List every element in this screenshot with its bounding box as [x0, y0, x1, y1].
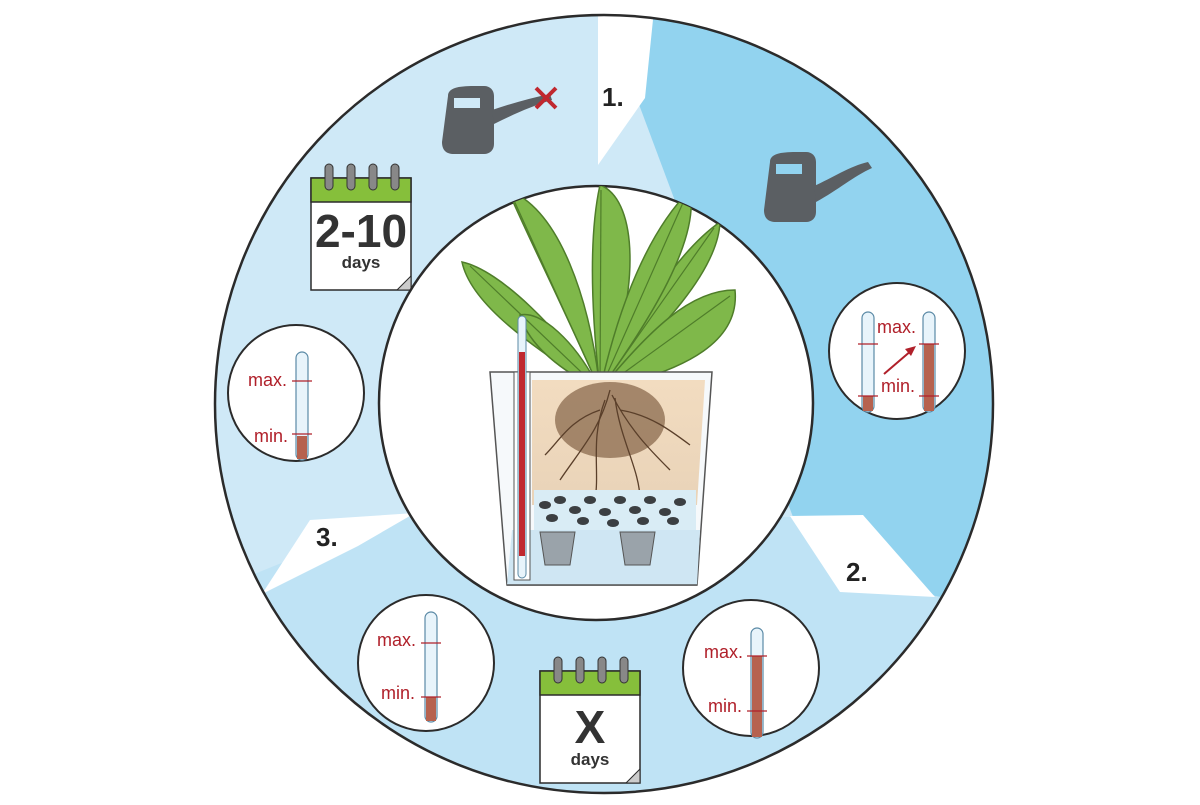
gauge-left-min-label: min.: [254, 426, 288, 446]
gauge-before-fill: [863, 396, 873, 411]
step-2-label: 2.: [846, 557, 868, 587]
step-3-label: 3.: [316, 522, 338, 552]
gauge-bottom-right: max. min.: [682, 599, 820, 739]
gauge-bottom-right-fill: [752, 656, 762, 737]
gauge-left-fill: [297, 436, 307, 459]
gauge-right-pair: max. min.: [828, 282, 966, 420]
gauge-bottom-left-max-label: max.: [377, 630, 416, 650]
calendar-bottom-value: X: [575, 701, 606, 753]
step-1-label: 1.: [602, 82, 624, 112]
gauge-right-min-label: min.: [881, 376, 915, 396]
gauge-after-fill: [924, 344, 934, 411]
gauge-bottom-left: max. min.: [357, 594, 495, 732]
outer-ring-border: [213, 13, 995, 795]
gauge-left-max-label: max.: [248, 370, 287, 390]
calendar-top-value: 2-10: [315, 205, 407, 257]
calendar-bottom-unit: days: [571, 750, 610, 769]
watering-can-crossed-icon: [442, 86, 558, 154]
calendar-top-unit: days: [342, 253, 381, 272]
gauge-bottom-right-min-label: min.: [708, 696, 742, 716]
gauge-bottom-left-fill: [426, 697, 436, 721]
step-1-marker: [598, 15, 655, 165]
calendar-bottom: X days: [539, 656, 641, 784]
calendar-top: 2-10 days: [310, 163, 412, 291]
gauge-left: max. min.: [227, 324, 365, 462]
gauge-bottom-right-max-label: max.: [704, 642, 743, 662]
sector-phase-3: [215, 515, 993, 793]
watering-can-icon: [764, 152, 872, 222]
calendar-rings: [553, 656, 629, 684]
step-2-marker: [790, 515, 935, 597]
calendar-rings: [324, 163, 400, 191]
gauge-bottom-left-min-label: min.: [381, 683, 415, 703]
rise-arrow: [883, 349, 913, 375]
step-3-marker: [262, 513, 415, 594]
gauge-right-max-label: max.: [877, 317, 916, 337]
potted-plant-icon: [461, 186, 737, 586]
